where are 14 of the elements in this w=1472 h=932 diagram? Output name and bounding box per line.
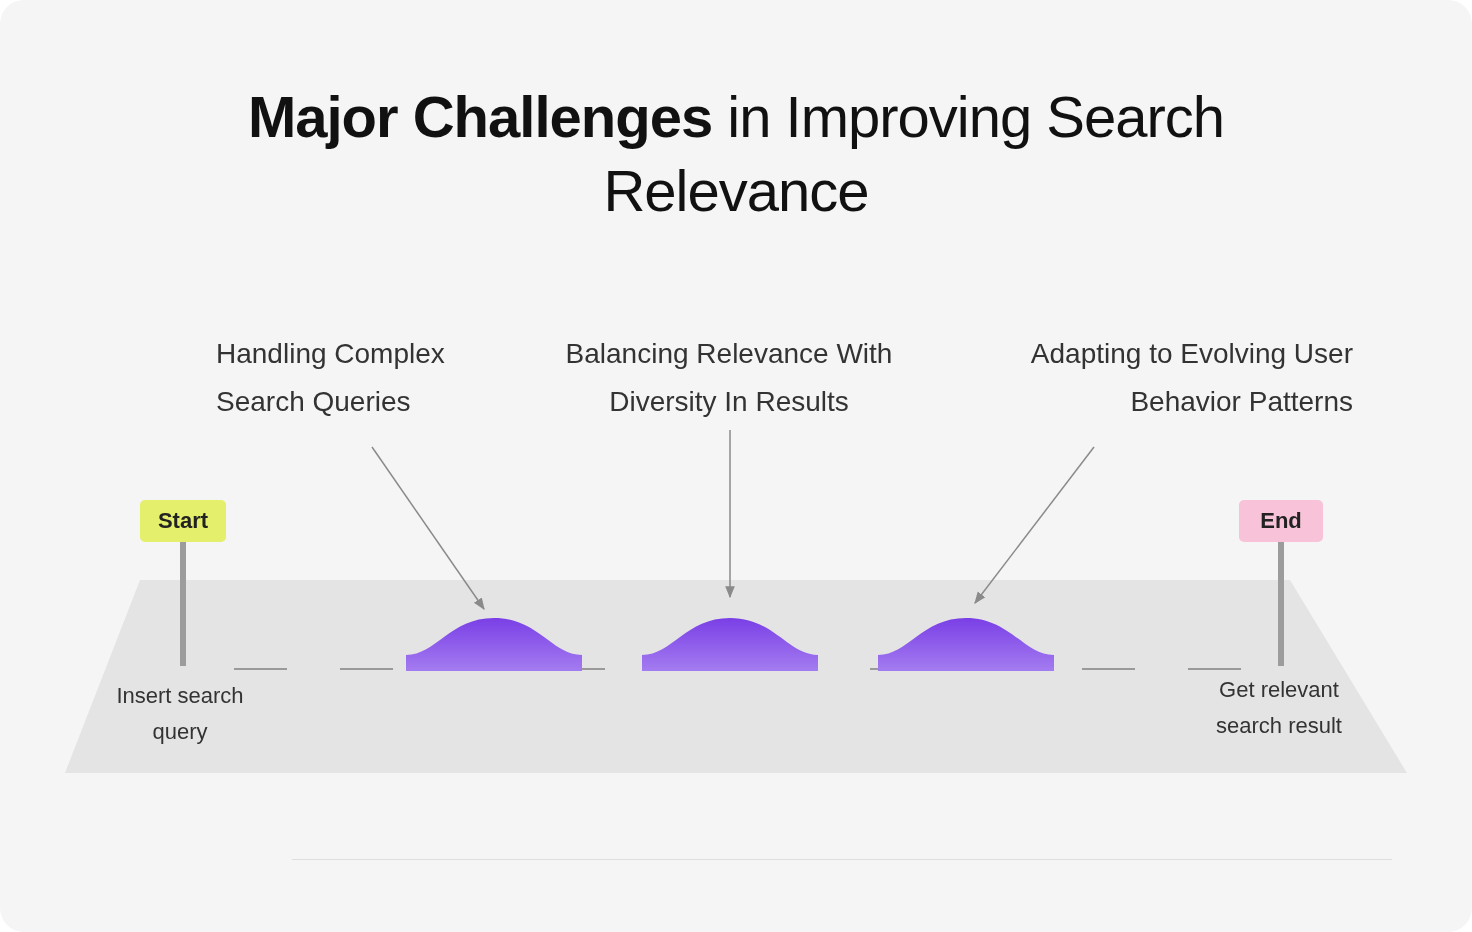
- arrow: [371, 446, 485, 610]
- title: Major Challenges in Improving Search Relevance: [246, 83, 1226, 225]
- speed-bump: [406, 618, 582, 671]
- challenge-label: Adapting to Evolving User Behavior Patterns: [973, 330, 1353, 426]
- challenge-label: Handling Complex Search Queries: [216, 330, 516, 426]
- step-caption: Insert search query: [115, 682, 245, 746]
- arrow: [725, 429, 735, 599]
- flag-label: End: [1239, 500, 1323, 542]
- arrow: [974, 446, 1095, 604]
- speed-bump: [642, 618, 818, 671]
- speed-bump: [878, 618, 1054, 671]
- flag-label: Start: [140, 500, 226, 542]
- step-caption: Get relevant search result: [1215, 676, 1343, 740]
- challenge-label: Balancing Relevance With Diversity In Results: [529, 330, 929, 426]
